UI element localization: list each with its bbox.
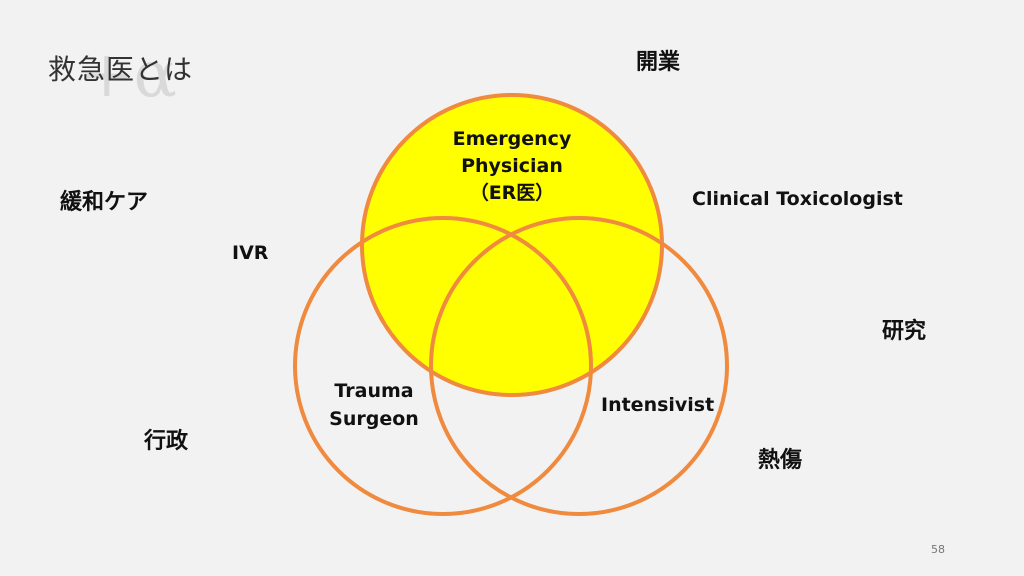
label-clinical-toxicologist: Clinical Toxicologist [692,188,903,210]
label-ivr: IVR [232,242,269,264]
label-kaigyo: 開業 [636,50,681,75]
venn-circle-left [293,216,593,516]
title-ghost-text: +α [80,38,177,112]
venn-top-line1: Emergency [452,128,572,150]
venn-circle-top [360,93,664,397]
label-nessho: 熱傷 [758,448,803,473]
venn-right-label: Intensivist [601,394,715,416]
venn-circle-right [429,216,729,516]
venn-top-label: Emergency Physician （ER医） [432,126,592,207]
venn-left-line1: Trauma [334,380,414,402]
venn-left-line2: Surgeon [329,408,419,430]
venn-left-label: Trauma Surgeon [318,377,430,433]
label-kenkyu: 研究 [882,319,927,344]
venn-top-line2: Physician [461,155,563,177]
label-kanwa-care: 緩和ケア [60,190,149,215]
page-number: 58 [931,543,945,556]
venn-top-line3: （ER医） [469,182,555,204]
slide-title: 救急医とは [48,53,194,86]
label-gyosei: 行政 [144,429,189,454]
